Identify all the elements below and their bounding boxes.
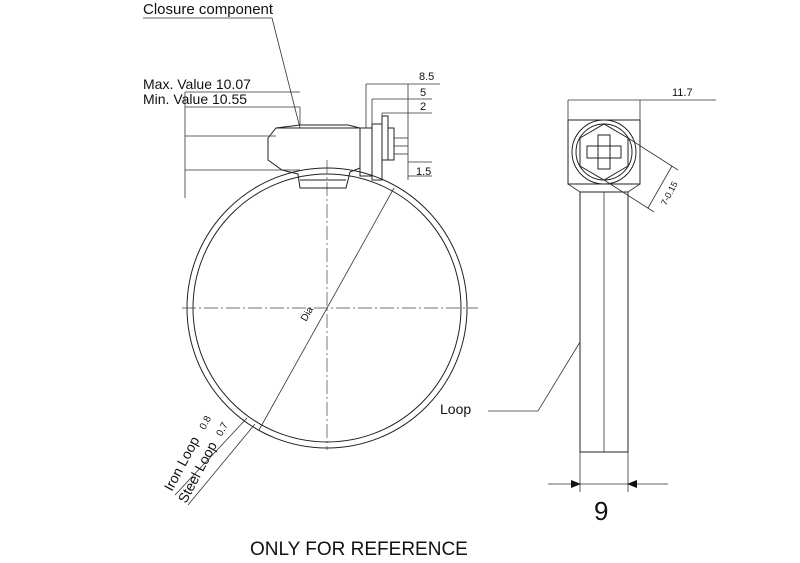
screw-head-outer (359, 127, 373, 177)
side-profile-view (567, 119, 641, 453)
steel-loop-leader (187, 423, 256, 506)
iron-loop-value: 0.8 (198, 414, 214, 432)
loop-label: Loop (440, 401, 471, 417)
dim-1-5-label: 1.5 (416, 166, 431, 178)
loop-leader (488, 341, 581, 412)
dia-label: Dia (299, 305, 316, 324)
screw-head-mid (371, 123, 383, 181)
closure-label: Closure component (143, 1, 274, 18)
iron-loop-leader (174, 417, 248, 496)
screw-tip (387, 127, 395, 161)
max-value-label: Max. Value 10.07 (143, 76, 251, 92)
dim-7-ext-2 (603, 179, 655, 213)
dim-5-label: 5 (420, 87, 426, 99)
closure-leader-line (271, 17, 301, 129)
dim-11-7 (567, 99, 716, 120)
min-value-label: Min. Value 10.55 (143, 91, 247, 107)
dim-7-ext-1 (627, 137, 679, 171)
width-9-label: 9 (594, 496, 608, 526)
dim-2-label: 2 (420, 101, 426, 113)
screw-dimensions (365, 83, 440, 180)
dim-9 (548, 452, 668, 492)
slot-vertical (597, 134, 611, 170)
dim-7 (603, 137, 679, 213)
head-neck-left (567, 183, 581, 193)
slot-horizontal (586, 145, 622, 159)
head-neck-right (627, 183, 641, 193)
screw-head-circle (571, 119, 637, 185)
dim-7-line (647, 165, 673, 209)
footer-note: ONLY FOR REFERENCE (250, 539, 468, 560)
closure-housing (267, 115, 408, 189)
dim-8-5-label: 8.5 (419, 71, 434, 83)
screw-head-inner-circle (575, 123, 633, 181)
dim-11-7-label: 11.7 (672, 87, 693, 99)
clamp-ring-view (174, 160, 478, 506)
housing-outline (267, 124, 361, 189)
closure-leader (143, 17, 301, 129)
head-outline (567, 119, 641, 185)
max-min-dimension (184, 91, 301, 198)
steel-loop-value: 0.7 (215, 420, 231, 438)
screw-head-inner (381, 115, 389, 161)
diameter-line (258, 187, 395, 431)
